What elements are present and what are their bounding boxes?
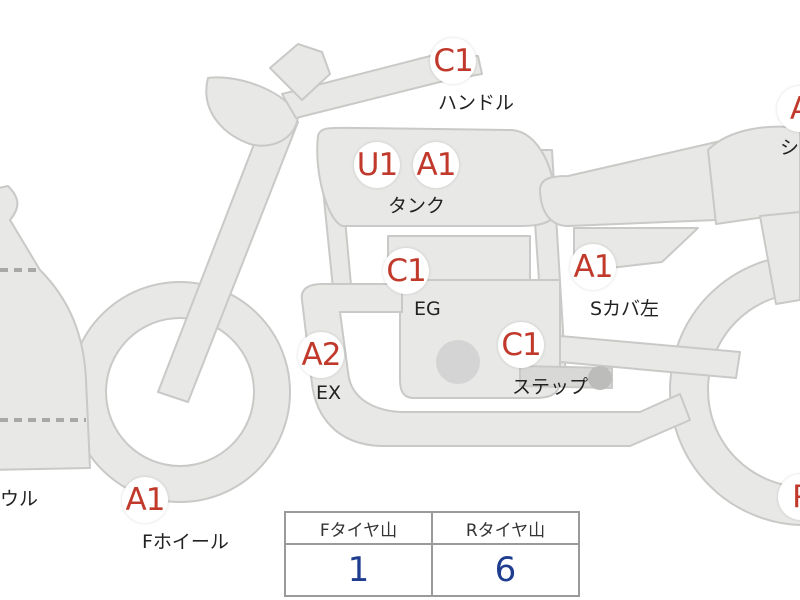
tank-grade-2: A1 [416, 147, 457, 183]
exhaust-pipe [300, 283, 691, 447]
rear-tire-value: 6 [431, 543, 580, 597]
front-cowl [0, 185, 91, 471]
tank-label: タンク [388, 195, 446, 217]
front-tire-header: Fタイヤ山 [284, 511, 433, 545]
swingarm [559, 335, 741, 379]
handle-grade: C1 [433, 43, 473, 79]
engine-sprocket-dot [436, 340, 480, 384]
seat-cowl [707, 125, 800, 225]
rear-wheel-ring [669, 254, 800, 526]
side-cover-grade: A1 [573, 249, 614, 285]
front-wheel-grade-badge: A1 [122, 477, 168, 523]
handle-grade-badge: C1 [430, 38, 476, 84]
handle-label: ハンドル [438, 92, 515, 114]
step-dot [588, 366, 612, 390]
exhaust-grade-badge: A2 [298, 332, 344, 378]
seat-grade: A [777, 86, 800, 132]
side-cover-label: Sカバ左 [590, 298, 660, 320]
front-tire-value: 1 [284, 543, 433, 597]
seat-grade-badge: A [777, 86, 800, 132]
handlebar-clamp [269, 43, 331, 101]
headlight [205, 76, 299, 147]
exhaust-grade: A2 [301, 337, 342, 373]
front-wheel-label: Fホイール [142, 531, 229, 553]
tank-grade-badge-2: A1 [413, 142, 459, 188]
engine-grade: C1 [386, 253, 426, 289]
step-label: ステップ [512, 376, 589, 398]
rear-grade: P [778, 474, 800, 520]
step-grade-badge: C1 [498, 322, 544, 368]
rear-tire-header: Rタイヤ山 [431, 511, 580, 545]
front-wheel-grade: A1 [125, 482, 166, 518]
rear-grade-badge: P [778, 474, 800, 520]
tank-grade-badge-1: U1 [354, 142, 400, 188]
front-wheel-ring [69, 281, 291, 503]
exhaust-label: EX [316, 382, 342, 404]
cowl-label: ウル [0, 488, 39, 510]
rear-frame [759, 211, 800, 305]
step-grade: C1 [501, 327, 541, 363]
cowl-dashes [0, 268, 86, 422]
seat-label: シ [780, 137, 800, 159]
engine-label: EG [414, 298, 441, 320]
tire-tread-table: Fタイヤ山 Rタイヤ山 1 6 [284, 511, 580, 597]
side-cover-grade-badge: A1 [570, 244, 616, 290]
engine-grade-badge: C1 [383, 248, 429, 294]
tank-grade-1: U1 [356, 147, 398, 183]
